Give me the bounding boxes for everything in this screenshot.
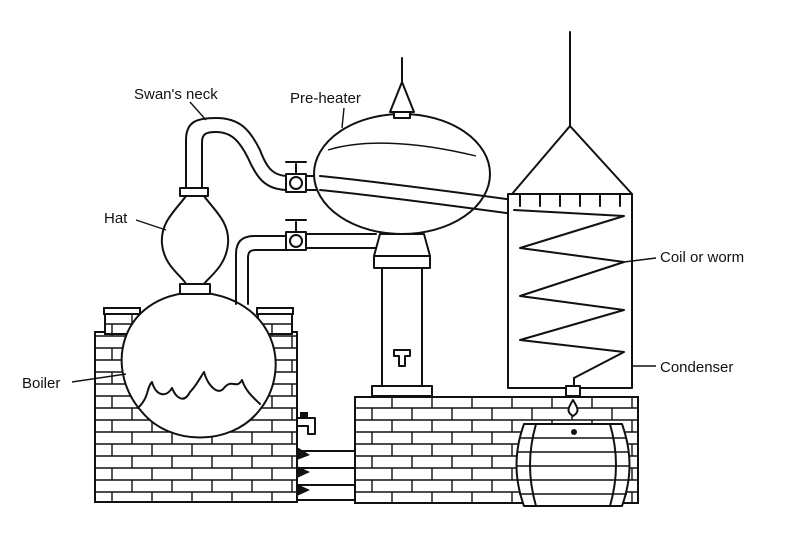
barrel (515, 423, 631, 507)
drain-tap (296, 412, 316, 435)
flame-icon (137, 371, 261, 409)
leader-hat (135, 219, 167, 231)
leader-lines (71, 101, 657, 383)
hat (160, 187, 230, 285)
leader-coil (623, 257, 657, 263)
coil-icon (513, 209, 625, 379)
pre-heater (313, 57, 491, 397)
base-connector (296, 447, 356, 501)
label-coil: Coil or worm (660, 249, 744, 266)
leader-pre-heater (341, 107, 345, 129)
label-hat: Hat (104, 210, 128, 227)
label-swans-neck: Swan's neck (134, 86, 218, 103)
return-pipe (235, 219, 377, 305)
swans-neck-pipe (185, 117, 289, 191)
leader-boiler (71, 373, 127, 383)
leader-swans-neck (189, 101, 207, 121)
condenser (507, 31, 633, 417)
boiler (120, 283, 277, 439)
label-pre-heater: Pre-heater (290, 90, 361, 107)
label-condenser: Condenser (660, 359, 733, 376)
label-boiler: Boiler (22, 375, 60, 392)
connecting-pipe (319, 175, 515, 215)
